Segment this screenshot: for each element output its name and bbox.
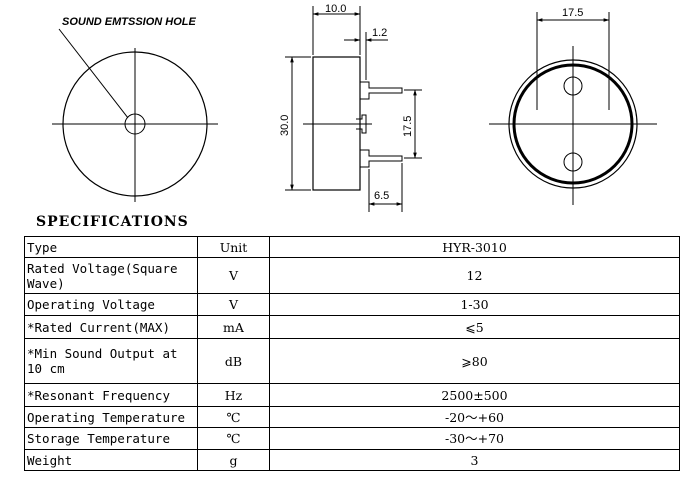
row-value: 3 (269, 449, 680, 471)
row-unit: Unit (197, 236, 270, 258)
row-value: HYR-3010 (269, 236, 680, 258)
dim-height: 30.0 (279, 115, 291, 136)
row-label: *Rated Current(MAX) (24, 315, 198, 339)
row-unit: g (197, 449, 270, 471)
row-label: Weight (24, 449, 198, 471)
side-view (285, 6, 422, 212)
technical-drawing: SOUND EMTSSION HOLE 10.0 1.2 30.0 17.5 6… (52, 3, 657, 212)
row-label: Operating Temperature (24, 406, 198, 428)
table-row: Operating Temperature ℃ -20～+60 (24, 406, 680, 428)
table-row: Rated Voltage(Square Wave) V 12 (24, 257, 680, 294)
front-view (52, 28, 218, 202)
table-row: *Resonant Frequency Hz 2500±500 (24, 383, 680, 407)
row-label: Operating Voltage (24, 293, 198, 316)
sound-hole-label: SOUND EMTSSION HOLE (62, 16, 197, 28)
table-row: Storage Temperature ℃ -30～+70 (24, 427, 680, 450)
table-row: Weight g 3 (24, 449, 680, 471)
row-unit: mA (197, 315, 270, 339)
row-label: *Resonant Frequency (24, 383, 198, 407)
row-value: 1-30 (269, 293, 680, 316)
row-value: 12 (269, 257, 680, 294)
dim-top-spacing: 17.5 (562, 7, 583, 19)
dim-pin-length: 6.5 (374, 190, 389, 202)
row-value: ⩽5 (269, 315, 680, 339)
row-unit: dB (197, 338, 270, 384)
row-label: Rated Voltage(Square Wave) (24, 257, 198, 294)
table-row: Operating Voltage V 1-30 (24, 293, 680, 316)
row-value: -30～+70 (269, 427, 680, 450)
table-row: *Rated Current(MAX) mA ⩽5 (24, 315, 680, 339)
table-row: *Min Sound Output at 10 cm dB ⩾80 (24, 338, 680, 384)
spec-table: Type Unit HYR-3010 Rated Voltage(Square … (24, 236, 680, 471)
row-unit: V (197, 293, 270, 316)
spec-title: SPECIFICATIONS (36, 214, 189, 230)
dim-side-width: 10.0 (325, 3, 346, 15)
dim-pin-spacing: 17.5 (402, 116, 414, 137)
row-label: Type (24, 236, 198, 258)
row-value: ⩾80 (269, 338, 680, 384)
row-unit: Hz (197, 383, 270, 407)
row-value: 2500±500 (269, 383, 680, 407)
table-row: Type Unit HYR-3010 (24, 236, 680, 258)
dim-pin-thickness: 1.2 (372, 27, 387, 39)
top-view (489, 12, 657, 205)
row-label: *Min Sound Output at 10 cm (24, 338, 198, 384)
row-value: -20～+60 (269, 406, 680, 428)
row-unit: V (197, 257, 270, 294)
row-unit: ℃ (197, 427, 270, 450)
row-label: Storage Temperature (24, 427, 198, 450)
row-unit: ℃ (197, 406, 270, 428)
